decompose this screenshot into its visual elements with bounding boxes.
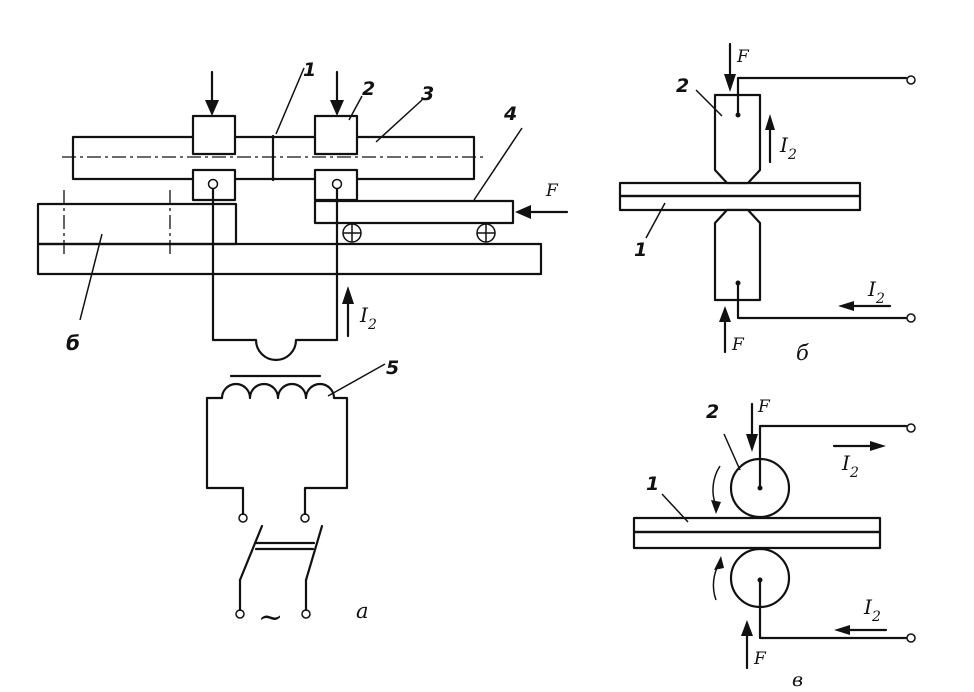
leader-3 [375, 99, 423, 143]
lower-jaw-left [191, 168, 237, 202]
v-current-top: I [841, 451, 851, 475]
leader-2 [348, 95, 363, 121]
upper-jaw-right [313, 114, 359, 156]
label-1: 1 [303, 59, 316, 81]
v-terminal-bottom [906, 633, 916, 643]
b-current-bottom-sub: 2 [875, 291, 885, 307]
v-wire-bottom [758, 578, 908, 640]
v-current-top-sub: 2 [849, 465, 859, 481]
v-leader-1 [661, 493, 689, 523]
b-current-bottom-head [838, 301, 854, 311]
sheet-lower [618, 194, 862, 212]
carriage-force-label: F [545, 181, 559, 201]
b-wire-top [736, 76, 908, 117]
upper-jaw-left [191, 114, 237, 156]
v-wire-top [758, 424, 908, 490]
label-6: б [66, 331, 80, 355]
movable-carriage [313, 199, 515, 225]
label-4: 4 [503, 103, 517, 125]
v-terminal-top [906, 423, 916, 433]
fixed-support [36, 202, 238, 246]
v-force-bottom-head [741, 620, 753, 636]
v-current-bottom: I [863, 595, 873, 619]
source-terminal-right [301, 609, 311, 619]
leader-5 [327, 363, 386, 397]
caption-a: a [356, 599, 369, 623]
b-label-2: 2 [676, 75, 689, 97]
secondary-circuit [211, 187, 339, 362]
b-force-top-head [724, 74, 736, 92]
current-label-sub: 2 [367, 317, 377, 333]
label-2: 2 [362, 78, 375, 100]
force-arrow-right-head [330, 100, 344, 116]
label-3: 3 [421, 83, 434, 105]
b-wire-bottom [736, 281, 908, 320]
b-terminal-bottom [906, 313, 916, 323]
v-force-top-label: F [757, 397, 771, 417]
b-terminal-top [906, 75, 916, 85]
caption-b: б [796, 341, 809, 365]
force-arrow-left-head [205, 100, 219, 116]
v-current-bottom-sub: 2 [871, 609, 881, 625]
lower-electrode [713, 208, 762, 302]
primary-terminal-right [300, 513, 310, 523]
switch-blade-right [304, 524, 324, 582]
panel-b: F I 2 I 2 F 2 1 б [618, 42, 916, 365]
b-leader-1 [645, 202, 666, 239]
b-label-1: 1 [634, 239, 647, 261]
panel-v: F I 2 I 2 F 2 1 в [632, 397, 916, 691]
sheet-upper [618, 181, 862, 198]
rotation-arc-top [712, 465, 721, 507]
leader-4 [473, 127, 523, 201]
b-current-bottom: I [867, 277, 877, 301]
b-leader-2 [695, 89, 723, 117]
v-leader-2 [723, 433, 741, 471]
panel-a: F I 2 ~ 1 2 3 4 5 б a [36, 59, 569, 635]
current-label: I [359, 303, 369, 327]
primary-terminal-left [238, 513, 248, 523]
b-force-top-label: F [736, 47, 750, 67]
v-label-2: 2 [706, 401, 719, 423]
leader-6 [79, 233, 103, 321]
v-sheet-upper [632, 516, 882, 534]
switch-blade-left [238, 524, 264, 582]
b-current-right: I [779, 133, 789, 157]
v-label-1: 1 [646, 473, 659, 495]
leader-1 [275, 67, 305, 135]
v-force-bottom-label: F [753, 649, 767, 669]
source-terminal-left [235, 609, 245, 619]
carriage-force-head [515, 205, 531, 219]
b-force-bottom-label: F [731, 335, 745, 355]
v-current-top-head [870, 441, 886, 451]
b-force-bottom-head [719, 306, 731, 322]
current-arrow-head [342, 286, 354, 304]
b-current-arrow-head [765, 114, 775, 130]
v-force-top-head [746, 434, 758, 452]
v-sheet-lower [632, 530, 882, 550]
caption-v: в [792, 669, 803, 691]
v-current-bottom-head [834, 625, 850, 635]
b-current-right-sub: 2 [787, 147, 797, 163]
ac-source-symbol: ~ [258, 600, 283, 635]
upper-electrode [713, 93, 762, 185]
base-frame [36, 242, 543, 276]
label-5: 5 [386, 357, 399, 379]
primary-winding [205, 382, 349, 516]
